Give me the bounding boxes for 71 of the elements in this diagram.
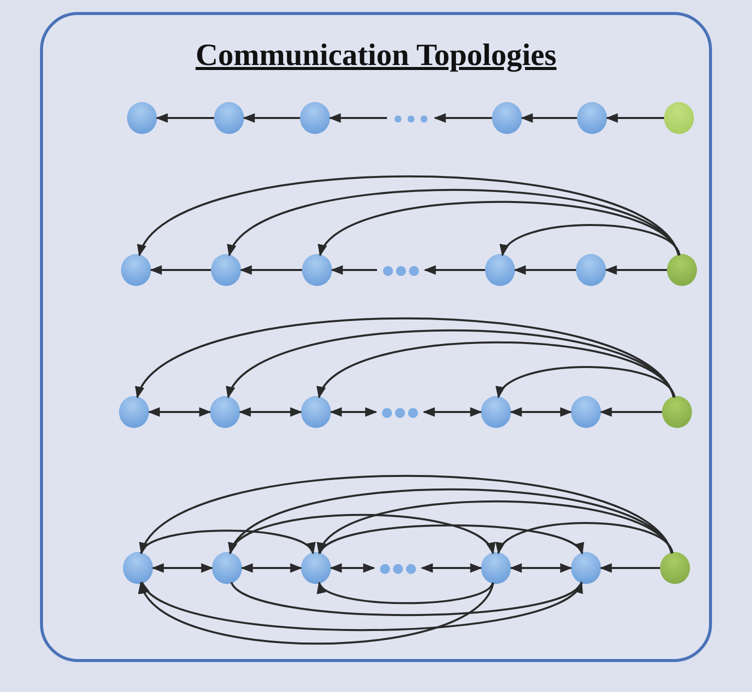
arrow	[156, 113, 214, 123]
double-arrow	[422, 407, 482, 417]
arrow	[604, 265, 667, 275]
source-node-circle	[667, 254, 697, 286]
double-arrow	[240, 563, 302, 573]
node-circle	[301, 396, 331, 428]
node-circle	[121, 254, 151, 286]
source-node-circle	[662, 396, 692, 428]
curved-arrow	[230, 581, 582, 616]
node-circle	[211, 254, 241, 286]
arrow	[600, 563, 660, 573]
arrow	[424, 265, 485, 275]
curved-arrow	[136, 317, 675, 398]
arrow	[520, 113, 577, 123]
panel-frame	[40, 12, 712, 662]
curved-arrow	[498, 522, 674, 554]
node-circle	[571, 396, 601, 428]
source-node-circle	[660, 552, 690, 584]
node-circle	[481, 396, 511, 428]
double-arrow	[510, 407, 572, 417]
node-circle	[301, 552, 331, 584]
curved-arrow	[502, 224, 680, 256]
arrow	[514, 265, 576, 275]
arrow	[434, 113, 492, 123]
double-arrow	[420, 563, 482, 573]
node-circle	[571, 552, 601, 584]
curved-arrow	[227, 329, 675, 398]
node-circle	[214, 102, 244, 134]
node-circle	[210, 396, 240, 428]
curved-arrow	[318, 341, 675, 398]
curved-arrow	[319, 200, 680, 256]
node-circle	[212, 552, 242, 584]
arrow	[328, 113, 387, 123]
curved-arrow	[229, 514, 494, 554]
arrow	[330, 265, 377, 275]
curved-arrow	[141, 582, 583, 632]
node-circle	[576, 254, 606, 286]
curved-arrow	[140, 474, 673, 554]
arrow	[150, 265, 211, 275]
node-circle	[577, 102, 607, 134]
source-node-circle	[664, 102, 694, 134]
double-arrow	[148, 407, 212, 417]
arrow	[600, 407, 662, 417]
node-circle	[492, 102, 522, 134]
arrow	[240, 265, 302, 275]
node-circle	[300, 102, 330, 134]
double-arrow	[238, 407, 302, 417]
arrow	[242, 113, 300, 123]
double-arrow	[152, 563, 214, 573]
ellipsis-dots	[378, 562, 418, 574]
node-circle	[127, 102, 157, 134]
curved-arrow	[140, 582, 494, 645]
curved-arrow	[318, 582, 494, 604]
node-circle	[302, 254, 332, 286]
curved-arrow	[319, 524, 583, 554]
ellipsis-dots	[381, 264, 421, 276]
title: Communication Topologies	[196, 37, 556, 72]
node-circle	[481, 552, 511, 584]
double-arrow	[330, 563, 376, 573]
curved-arrow	[498, 366, 676, 398]
arrow	[606, 113, 664, 123]
node-circle	[119, 396, 149, 428]
curved-arrow	[318, 500, 673, 554]
double-arrow	[330, 407, 378, 417]
curved-arrow	[229, 488, 673, 554]
curved-arrow	[228, 188, 680, 256]
node-circle	[123, 552, 153, 584]
node-circle	[485, 254, 515, 286]
ellipsis-dots	[380, 406, 420, 418]
curved-arrow	[140, 530, 314, 554]
double-arrow	[510, 563, 572, 573]
